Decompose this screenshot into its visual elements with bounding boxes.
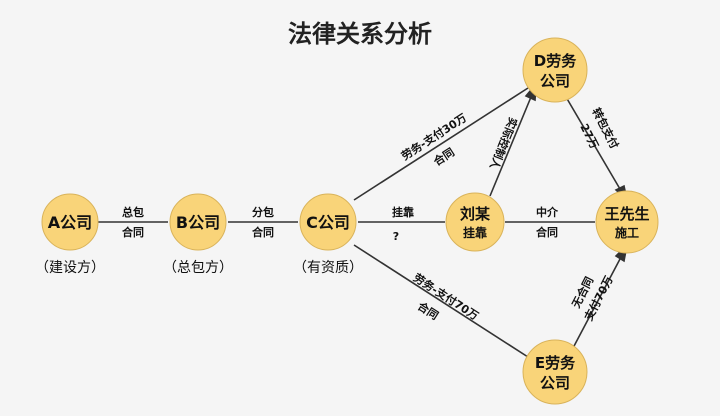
- edge-c-e: [353, 244, 529, 358]
- edge-liu-d: [489, 96, 532, 197]
- node-liu-label-line2: 挂靠: [463, 225, 487, 240]
- edge-bc-label-line1: 分包: [252, 205, 274, 219]
- edge-c-liu-label-line2: ?: [393, 230, 399, 243]
- node-wang-label-line2: 施工: [615, 225, 639, 240]
- node-d-label-line1: D劳务: [534, 52, 577, 70]
- node-c-caption: （有资质）: [293, 260, 363, 276]
- edge-c-e-label-line2: 合同: [415, 299, 441, 323]
- node-e-circle: [522, 339, 588, 405]
- edge-e-wang: [572, 258, 621, 349]
- edge-d-wang: [565, 96, 621, 190]
- node-b-caption: （总包方）: [163, 260, 233, 276]
- edge-c-d: [353, 87, 529, 201]
- node-e-label-line2: 公司: [540, 374, 570, 392]
- edge-c-liu-label-line1: 挂靠: [392, 205, 414, 219]
- node-a-circle: [41, 193, 99, 251]
- edge-ab-label-line2: 合同: [122, 225, 144, 239]
- node-wang-label-line1: 王先生: [604, 205, 649, 223]
- edge-liu-wang-label-line2: 合同: [536, 225, 558, 239]
- node-d-circle: [522, 37, 588, 103]
- node-wang-circle: [595, 190, 659, 254]
- node-liu-circle: [445, 192, 505, 252]
- node-b-circle: [169, 193, 227, 251]
- diagram-title: 法律关系分析: [288, 20, 432, 48]
- node-d-label-line2: 公司: [540, 72, 570, 90]
- edge-liu-wang-label-line1: 中介: [536, 205, 559, 219]
- edge-c-e-label-line1: 劳务-支付70万: [411, 270, 481, 323]
- edge-bc-label-line2: 合同: [252, 225, 274, 239]
- edge-ab-label-line1: 总包: [122, 205, 144, 219]
- node-a-caption: （建设方）: [35, 260, 105, 276]
- node-a-label: A公司: [48, 213, 92, 232]
- node-c-label: C公司: [306, 213, 350, 232]
- node-liu-label-line1: 刘某: [460, 205, 491, 223]
- node-e-label-line1: E劳务: [535, 354, 576, 372]
- node-b-label: B公司: [176, 213, 220, 232]
- node-c-circle: [299, 193, 357, 251]
